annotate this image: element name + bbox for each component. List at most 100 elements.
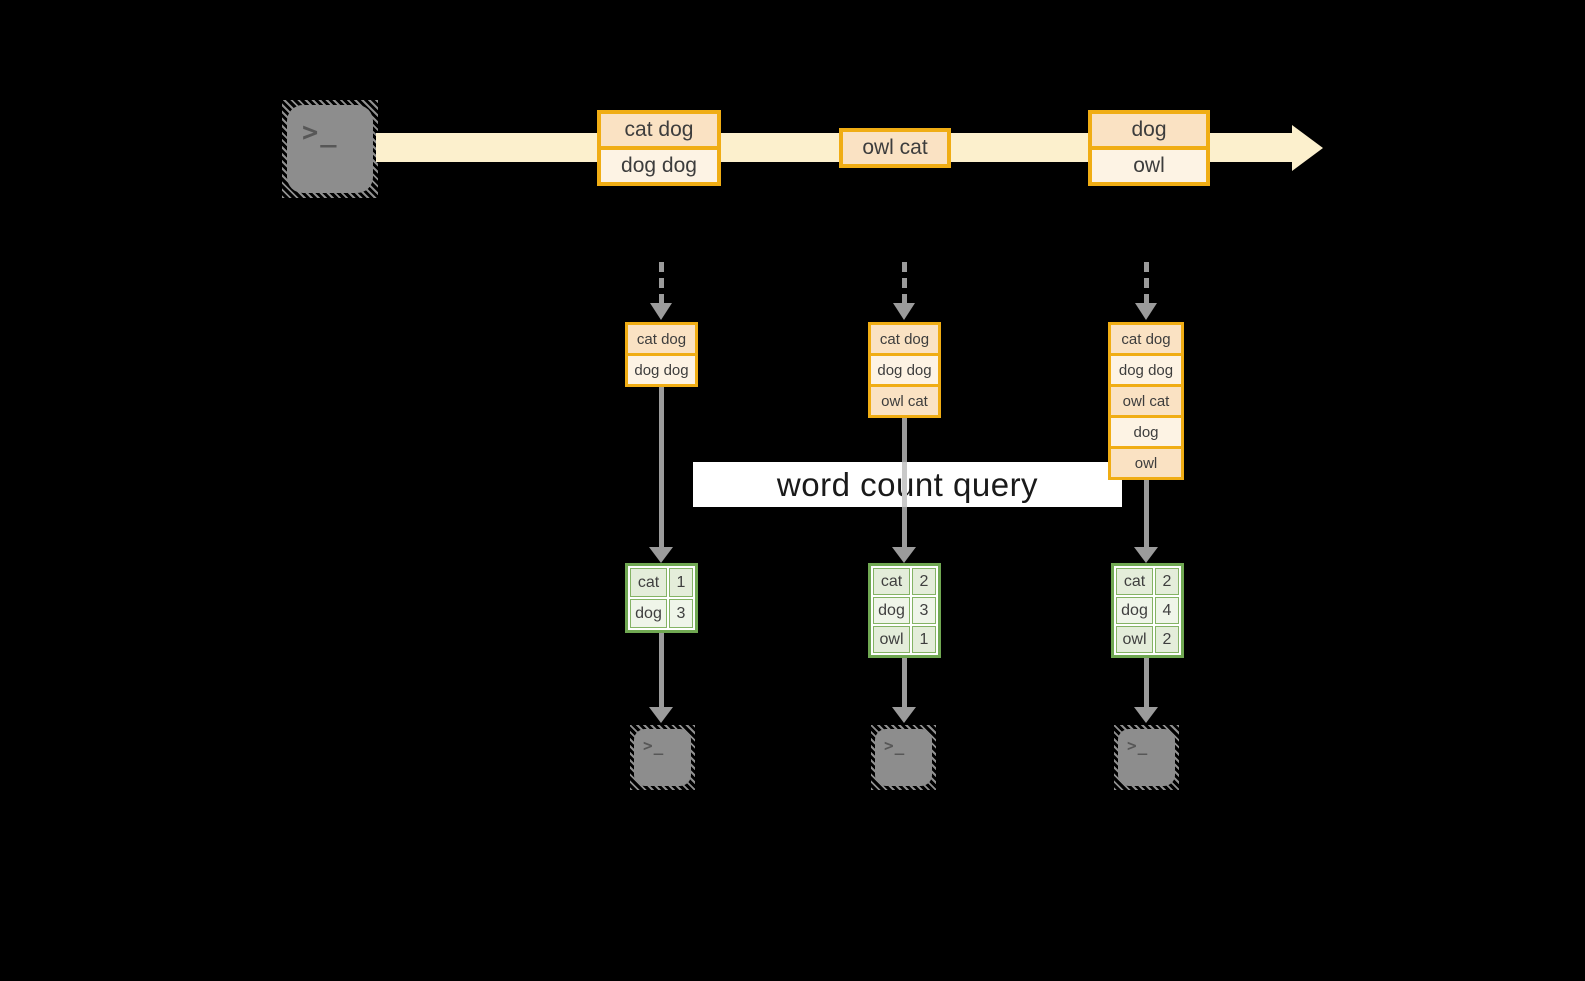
count-cell: 4	[1155, 597, 1179, 624]
query-arrow	[1144, 478, 1149, 547]
terminal-prompt-icon: >_	[1127, 736, 1149, 755]
stream-batch-1: cat dog dog dog	[597, 110, 721, 186]
state-label: owl cat	[1122, 392, 1170, 410]
terminal-prompt-icon: >_	[302, 117, 339, 148]
state-row: cat dog	[1108, 322, 1184, 356]
stream-arrow-head-icon	[1292, 125, 1323, 171]
ingest-arrow-head-icon	[893, 303, 915, 320]
stream-batch-3: dog owl	[1088, 110, 1210, 186]
stream-record: cat dog	[597, 110, 721, 150]
terminal-output-icon-2: >_	[871, 725, 936, 790]
state-label: cat dog	[1121, 330, 1171, 348]
wordcount-table-1: cat 1 dog 3	[625, 563, 698, 633]
query-arrow	[902, 507, 907, 547]
ingest-arrow-head-icon	[650, 303, 672, 320]
ingest-arrow-dashed	[1144, 262, 1149, 304]
word-cell: dog	[873, 597, 910, 624]
state-box-2: cat dog dog dog owl cat	[868, 322, 941, 418]
record-label: owl cat	[862, 136, 928, 159]
terminal-prompt-icon: >_	[643, 736, 665, 755]
state-row: dog dog	[1108, 353, 1184, 387]
output-arrow	[902, 656, 907, 707]
state-row: dog	[1108, 415, 1184, 449]
query-label: word count query	[776, 465, 1039, 503]
count-value: 4	[1162, 601, 1172, 619]
state-label: dog dog	[1118, 361, 1174, 379]
state-label: cat dog	[879, 330, 930, 348]
word-label: cat	[880, 572, 903, 590]
state-label: dog	[1133, 423, 1159, 441]
output-arrow	[1144, 656, 1149, 707]
word-cell: cat	[630, 568, 667, 597]
state-row: cat dog	[868, 322, 941, 356]
ingest-arrow-dashed	[659, 262, 664, 304]
terminal-output-icon-3: >_	[1114, 725, 1179, 790]
state-row: dog dog	[625, 353, 698, 387]
count-cell: 1	[669, 568, 693, 597]
count-value: 1	[676, 573, 686, 591]
count-value: 2	[1162, 572, 1172, 590]
count-value: 2	[1162, 630, 1172, 648]
state-row: cat dog	[625, 322, 698, 356]
count-cell: 3	[912, 597, 936, 624]
record-label: cat dog	[624, 118, 694, 141]
terminal-prompt-icon: >_	[884, 736, 906, 755]
terminal-screen: >_	[287, 105, 373, 193]
record-label: owl	[1133, 154, 1165, 177]
stream-record: dog dog	[597, 146, 721, 186]
word-label: dog	[878, 601, 905, 619]
query-arrow-head-icon	[649, 547, 673, 563]
terminal-screen: >_	[634, 729, 691, 786]
state-box-1: cat dog dog dog	[625, 322, 698, 387]
word-label: cat	[1123, 572, 1146, 590]
count-cell: 2	[1155, 568, 1179, 595]
query-arrow-head-icon	[1134, 547, 1158, 563]
state-row: owl cat	[868, 384, 941, 418]
word-cell: cat	[873, 568, 910, 595]
query-arrow	[659, 385, 664, 547]
count-value: 2	[919, 572, 929, 590]
record-label: dog dog	[621, 154, 697, 177]
output-arrow-head-icon	[892, 707, 916, 723]
count-cell: 2	[1155, 626, 1179, 653]
wordcount-table-3: cat 2 dog 4 owl 2	[1111, 563, 1184, 658]
query-label-band: word count query	[693, 462, 1122, 507]
count-value: 3	[919, 601, 929, 619]
count-cell: 2	[912, 568, 936, 595]
state-label: owl	[1134, 454, 1158, 472]
count-value: 3	[676, 604, 686, 622]
state-row: owl cat	[1108, 384, 1184, 418]
state-label: cat dog	[636, 330, 687, 348]
wordcount-table-2: cat 2 dog 3 owl 1	[868, 563, 941, 658]
ingest-arrow-head-icon	[1135, 303, 1157, 320]
output-arrow-head-icon	[649, 707, 673, 723]
terminal-output-icon-1: >_	[630, 725, 695, 790]
state-row: dog dog	[868, 353, 941, 387]
word-label: owl	[1122, 630, 1147, 648]
state-box-3: cat dog dog dog owl cat dog owl	[1108, 322, 1184, 480]
query-arrow-head-icon	[892, 547, 916, 563]
word-label: owl	[879, 630, 904, 648]
terminal-source-icon: >_	[282, 100, 378, 198]
word-cell: dog	[630, 599, 667, 628]
word-label: cat	[637, 573, 660, 591]
ingest-arrow-dashed	[902, 262, 907, 304]
stream-record: owl	[1088, 146, 1210, 186]
state-label: dog dog	[634, 361, 689, 379]
output-arrow	[659, 631, 664, 707]
word-cell: cat	[1116, 568, 1153, 595]
terminal-screen: >_	[875, 729, 932, 786]
terminal-screen: >_	[1118, 729, 1175, 786]
state-label: dog dog	[877, 361, 932, 379]
stream-record: owl cat	[839, 128, 951, 168]
stream-record: dog	[1088, 110, 1210, 150]
word-cell: dog	[1116, 597, 1153, 624]
state-row: owl	[1108, 446, 1184, 480]
query-arrow	[902, 416, 907, 462]
count-value: 1	[919, 630, 929, 648]
state-label: owl cat	[881, 392, 928, 410]
count-cell: 1	[912, 626, 936, 653]
word-label: dog	[635, 604, 662, 622]
word-cell: owl	[873, 626, 910, 653]
